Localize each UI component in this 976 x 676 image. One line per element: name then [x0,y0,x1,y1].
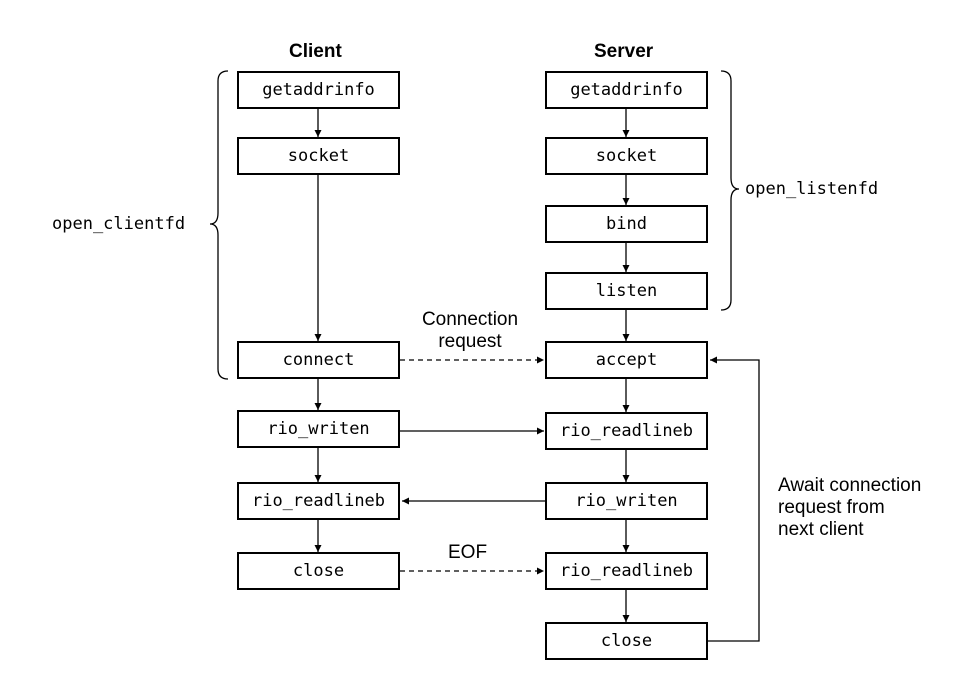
client-getaddrinfo-box: getaddrinfo [237,71,400,109]
server-rio-writen-box: rio_writen [545,482,708,520]
server-rio-readlineb-box: rio_readlineb [545,412,708,450]
await-line-1: Await connection [778,475,922,496]
open-clientfd-label: open_clientfd [52,214,186,234]
arrow-loop-close-to-accept [708,356,760,642]
client-socket-box: socket [237,137,400,175]
await-connection-label: Await connection request from next clien… [778,475,921,541]
connection-request-line-1: Connection [421,309,519,330]
server-rio-readlineb-2-box: rio_readlineb [545,552,708,590]
brace-open-listenfd [720,70,740,311]
client-rio-readlineb-box: rio_readlineb [237,482,400,520]
client-rio-writen-box: rio_writen [237,410,400,448]
await-line-3: next client [778,519,864,540]
server-heading: Server [594,41,654,62]
server-getaddrinfo-box: getaddrinfo [545,71,708,109]
server-accept-box: accept [545,341,708,379]
connection-request-label: Connection request [404,309,536,353]
server-bind-box: bind [545,205,708,243]
eof-label: EOF [448,542,488,563]
open-listenfd-label: open_listenfd [745,179,879,199]
server-close-box: close [545,622,708,660]
brace-open-clientfd [209,70,229,380]
client-connect-box: connect [237,341,400,379]
connection-request-line-2: request [438,331,502,352]
server-listen-box: listen [545,272,708,310]
server-socket-box: socket [545,137,708,175]
client-close-box: close [237,552,400,590]
client-heading: Client [289,41,342,62]
await-line-2: request from [778,497,885,518]
